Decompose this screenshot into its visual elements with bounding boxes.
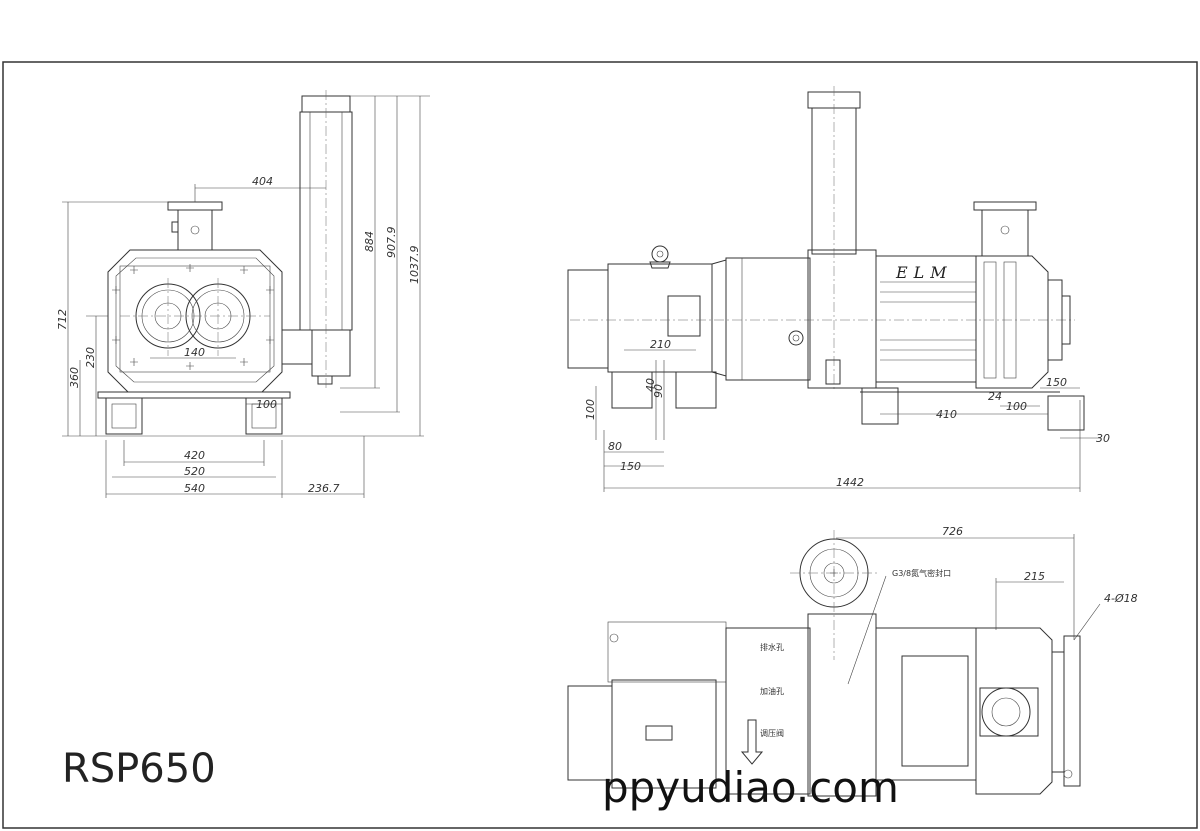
dim-236-7: 236.7 bbox=[308, 482, 340, 495]
side-view-labels: ELM 210 40 90 100 80 150 410 24 100 150 … bbox=[584, 263, 1110, 489]
dim-80: 80 bbox=[608, 440, 622, 453]
model-name: RSP650 bbox=[62, 746, 216, 792]
dim-726: 726 bbox=[942, 525, 963, 538]
dim-140: 140 bbox=[184, 346, 205, 359]
top-view bbox=[567, 530, 1101, 797]
dim-520: 520 bbox=[184, 465, 205, 478]
drawing-frame bbox=[2, 61, 1198, 829]
dim-30: 30 bbox=[1096, 432, 1110, 445]
brand-label: ELM bbox=[895, 263, 953, 282]
dim-540: 540 bbox=[184, 482, 205, 495]
dim-907-9: 907.9 bbox=[385, 227, 398, 259]
dim-90: 90 bbox=[652, 384, 665, 398]
dim-24: 24 bbox=[988, 390, 1002, 403]
dim-404: 404 bbox=[252, 175, 273, 188]
dim-holes: 4-Ø18 bbox=[1104, 592, 1138, 605]
side-view bbox=[567, 86, 1100, 492]
dim-100-a: 100 bbox=[584, 399, 597, 420]
dim-100-b: 100 bbox=[1006, 400, 1027, 413]
dim-1442: 1442 bbox=[836, 476, 864, 489]
dim-215: 215 bbox=[1024, 570, 1045, 583]
dim-210: 210 bbox=[650, 338, 671, 351]
port-label: G3/8氮气密封口 bbox=[892, 568, 951, 578]
front-view-labels: 404 884 907.9 1037.9 712 230 360 140 100… bbox=[56, 175, 421, 495]
dim-420: 420 bbox=[184, 449, 205, 462]
oil-fill-label: 加油孔 bbox=[760, 686, 784, 696]
top-view-labels: 726 215 4-Ø18 G3/8氮气密封口 排水孔 加油孔 调压阀 bbox=[760, 525, 1138, 738]
watermark-text: ppyudiao.com bbox=[602, 763, 899, 812]
dim-150-a: 150 bbox=[620, 460, 641, 473]
drain-port-label: 排水孔 bbox=[760, 642, 784, 652]
dim-360: 360 bbox=[68, 367, 81, 388]
dim-1037-9: 1037.9 bbox=[408, 246, 421, 285]
dim-712: 712 bbox=[56, 309, 69, 330]
dim-884: 884 bbox=[363, 231, 376, 252]
dim-100: 100 bbox=[256, 398, 277, 411]
pressure-valve-label: 调压阀 bbox=[760, 729, 784, 738]
dim-40: 40 bbox=[644, 378, 657, 392]
dim-230: 230 bbox=[84, 347, 97, 368]
dim-150-b: 150 bbox=[1046, 376, 1067, 389]
front-view bbox=[62, 90, 430, 498]
dim-410: 410 bbox=[936, 408, 957, 421]
